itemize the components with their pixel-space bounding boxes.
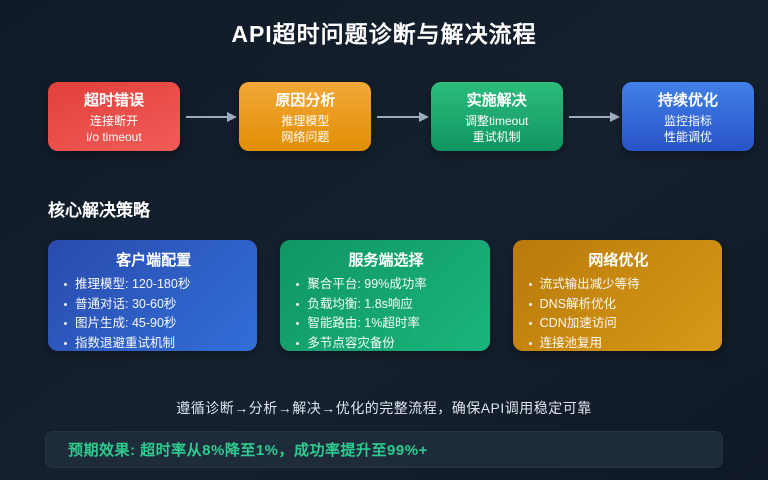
- flow-step-line: 连接断开: [89, 113, 138, 128]
- flow-arrow-icon: [186, 111, 238, 122]
- bullet-dot-icon: [296, 341, 300, 345]
- list-item-text: 图片生成: 45-90秒: [75, 316, 177, 330]
- flow-step-cause-analysis: 原因分析 推理模型 网络问题: [239, 82, 372, 151]
- flow-step-line: i/o timeout: [86, 129, 142, 144]
- expected-result-badge: 预期效果: 超时率从8%降至1%，成功率提升至99%+: [45, 431, 723, 468]
- card-client-config: 客户端配置 推理模型: 120-180秒 普通对话: 30-60秒 图片生成: …: [48, 240, 258, 353]
- list-item: 连接池复用: [528, 334, 708, 354]
- flow-step-title: 持续优化: [657, 91, 718, 109]
- card-list: 推理模型: 120-180秒 普通对话: 30-60秒 图片生成: 45-90秒…: [64, 275, 243, 353]
- process-summary-text: 遵循诊断→分析→解决→优化的完整流程，确保API调用稳定可靠: [176, 400, 592, 416]
- flow-step-line: 推理模型: [281, 113, 330, 128]
- flow-arrow-icon: [568, 111, 621, 122]
- list-item-text: 负载均衡: 1.8s响应: [307, 296, 413, 311]
- list-item-text: DNS解析优化: [539, 296, 617, 311]
- list-item-text: 聚合平台: 99%成功率: [307, 277, 427, 291]
- list-item: 推理模型: 120-180秒: [64, 275, 243, 295]
- list-item: 聚合平台: 99%成功率: [296, 275, 475, 295]
- list-item: 图片生成: 45-90秒: [64, 314, 243, 334]
- bullet-dot-icon: [64, 322, 67, 326]
- section-heading-core-strategies: 核心解决策略: [48, 201, 150, 220]
- list-item: 负载均衡: 1.8s响应: [296, 295, 475, 315]
- flow-step-title: 原因分析: [275, 91, 336, 109]
- strategy-cards: 客户端配置 推理模型: 120-180秒 普通对话: 30-60秒 图片生成: …: [48, 240, 722, 351]
- list-item: 普通对话: 30-60秒: [64, 295, 243, 315]
- bullet-dot-icon: [528, 322, 532, 326]
- flow-step-line: 网络问题: [281, 129, 330, 144]
- list-item: 智能路由: 1%超时率: [296, 314, 475, 334]
- expected-result-text: 预期效果: 超时率从8%降至1%，成功率提升至99%+: [68, 442, 428, 459]
- flow-diagram: 超时错误 连接断开 i/o timeout 原因分析 推理模型 网络问题 实施解…: [48, 82, 754, 151]
- flow-step-line: 调整timeout: [464, 113, 529, 128]
- bullet-dot-icon: [64, 302, 67, 306]
- flow-step-continuous-optimization: 持续优化 监控指标 性能调优: [621, 82, 754, 151]
- flow-step-timeout-error: 超时错误 连接断开 i/o timeout: [48, 82, 180, 151]
- list-item-text: 指数退避重试机制: [75, 335, 176, 350]
- list-item-text: 推理模型: 120-180秒: [75, 277, 191, 291]
- flow-step-title: 实施解决: [466, 91, 527, 109]
- card-title: 服务端选择: [348, 252, 424, 269]
- flow-step-line: 监控指标: [663, 113, 712, 128]
- page-title: API超时问题诊断与解决流程: [231, 21, 537, 47]
- list-item-text: 智能路由: 1%超时率: [307, 316, 420, 330]
- card-network-optimization: 网络优化 流式输出减少等待 DNS解析优化 CDN加速访问 连接池复用: [512, 240, 722, 354]
- card-title: 网络优化: [588, 252, 649, 269]
- flow-step-line: 性能调优: [663, 129, 712, 144]
- list-item-text: 普通对话: 30-60秒: [75, 296, 177, 311]
- list-item: 多节点容灾备份: [296, 334, 475, 354]
- flow-step-line: 重试机制: [472, 129, 521, 144]
- list-item-text: 连接池复用: [539, 335, 603, 350]
- list-item: 流式输出减少等待: [528, 275, 708, 295]
- card-title: 客户端配置: [116, 252, 192, 269]
- bullet-dot-icon: [528, 341, 532, 345]
- flow-arrow-icon: [377, 111, 429, 122]
- card-server-selection: 服务端选择 聚合平台: 99%成功率 负载均衡: 1.8s响应 智能路由: 1%…: [280, 240, 490, 353]
- list-item-text: CDN加速访问: [539, 316, 617, 330]
- list-item-text: 多节点容灾备份: [307, 335, 395, 350]
- bullet-dot-icon: [64, 283, 67, 287]
- list-item: 指数退避重试机制: [64, 334, 243, 354]
- card-list: 聚合平台: 99%成功率 负载均衡: 1.8s响应 智能路由: 1%超时率 多节…: [296, 275, 475, 353]
- flow-step-implement-solution: 实施解决 调整timeout 重试机制: [430, 82, 563, 151]
- bullet-dot-icon: [296, 322, 300, 326]
- card-list: 流式输出减少等待 DNS解析优化 CDN加速访问 连接池复用: [528, 275, 708, 354]
- list-item: DNS解析优化: [528, 295, 708, 315]
- list-item-text: 流式输出减少等待: [539, 277, 640, 291]
- bullet-dot-icon: [64, 341, 67, 345]
- list-item: CDN加速访问: [528, 314, 708, 334]
- flow-step-title: 超时错误: [83, 91, 144, 109]
- bullet-dot-icon: [296, 302, 300, 306]
- bullet-dot-icon: [296, 283, 300, 287]
- bullet-dot-icon: [528, 302, 532, 306]
- bullet-dot-icon: [528, 283, 532, 287]
